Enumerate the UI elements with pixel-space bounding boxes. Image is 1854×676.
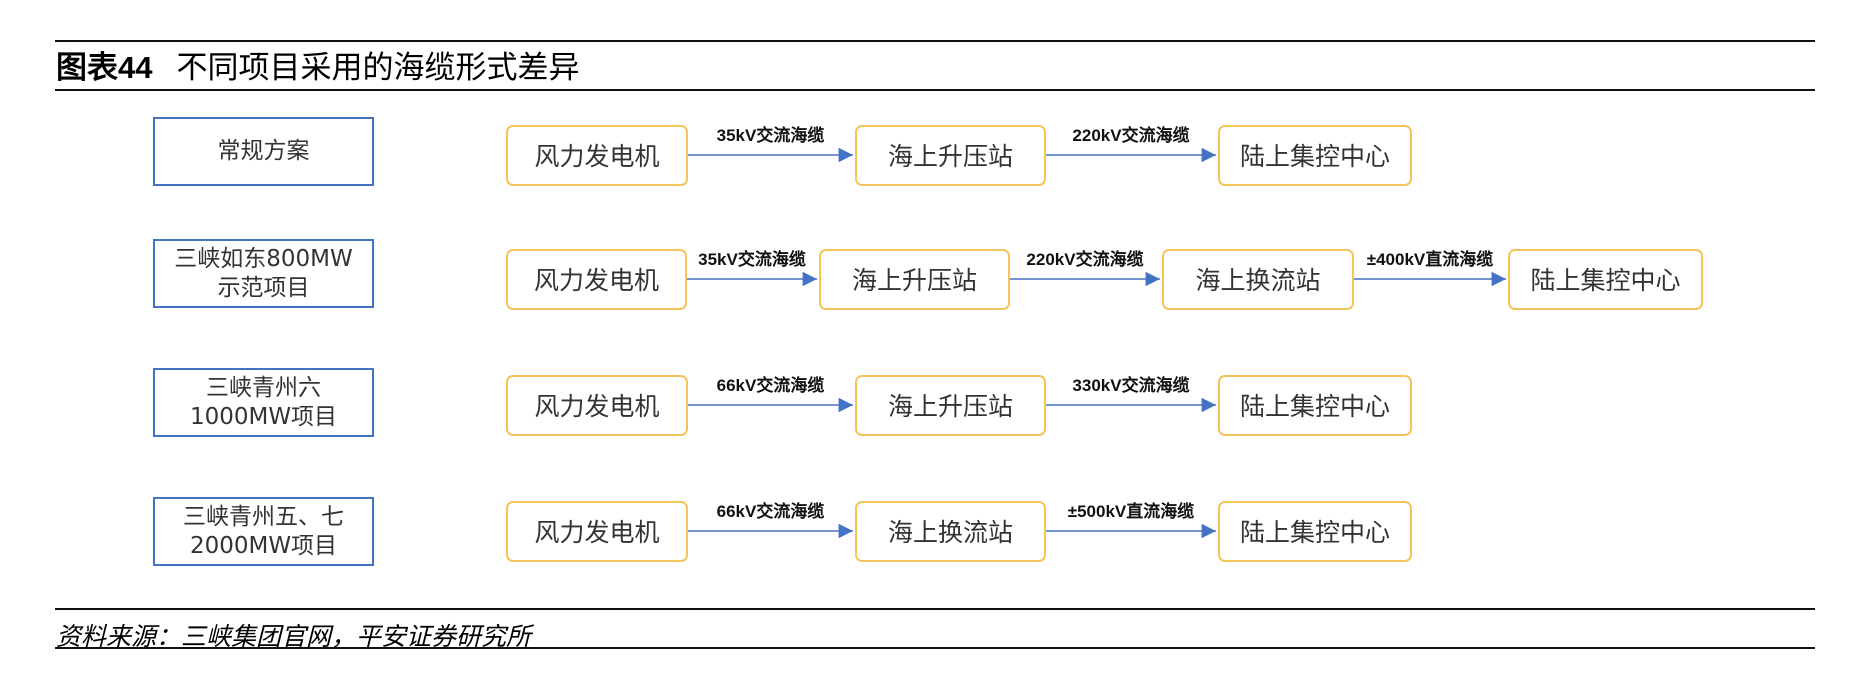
flow-node: 海上换流站 — [855, 500, 1046, 562]
flow-node: 海上升压站 — [855, 124, 1046, 186]
flow-node: 海上升压站 — [819, 248, 1010, 310]
flow-node: 风力发电机 — [506, 500, 688, 562]
cable-label: ±400kV直流海缆 — [1366, 250, 1494, 269]
cable-label: 330kV交流海缆 — [1072, 376, 1190, 395]
source-top-rule — [55, 608, 1815, 610]
row-label-box: 三峡青州六 1000MW项目 — [153, 368, 374, 437]
figure-number: 44 — [118, 50, 153, 85]
cable-label: 35kV交流海缆 — [698, 250, 806, 269]
row-label-box: 常规方案 — [153, 117, 374, 186]
figure-title-text: 不同项目采用的海缆形式差异 — [176, 50, 580, 86]
flow-node: 陆上集控中心 — [1508, 248, 1703, 310]
cable-label: 66kV交流海缆 — [716, 502, 825, 521]
cable-label: 35kV交流海缆 — [716, 126, 825, 145]
bottom-rule — [55, 647, 1815, 649]
cable-label: 220kV交流海缆 — [1072, 126, 1190, 145]
flow-node: 海上换流站 — [1162, 248, 1354, 310]
row-label-box: 三峡青州五、七 2000MW项目 — [153, 497, 374, 566]
figure-prefix: 图表 — [56, 50, 118, 86]
row-label-box: 三峡如东800MW 示范项目 — [153, 239, 374, 308]
flow-node: 风力发电机 — [506, 248, 687, 310]
cable-label: 220kV交流海缆 — [1026, 250, 1144, 269]
flow-node: 陆上集控中心 — [1218, 374, 1412, 436]
cable-label: 66kV交流海缆 — [716, 376, 825, 395]
flow-node: 陆上集控中心 — [1218, 124, 1412, 186]
flow-node: 陆上集控中心 — [1218, 500, 1412, 562]
flow-node: 海上升压站 — [855, 374, 1046, 436]
top-rule — [55, 40, 1815, 42]
cable-label: ±500kV直流海缆 — [1067, 502, 1195, 521]
source-note: 资料来源：三峡集团官网，平安证券研究所 — [56, 622, 532, 651]
figure-title: 图表44 不同项目采用的海缆形式差异 — [56, 50, 579, 86]
flow-node: 风力发电机 — [506, 124, 688, 186]
flow-node: 风力发电机 — [506, 374, 688, 436]
title-underline — [55, 89, 1815, 91]
